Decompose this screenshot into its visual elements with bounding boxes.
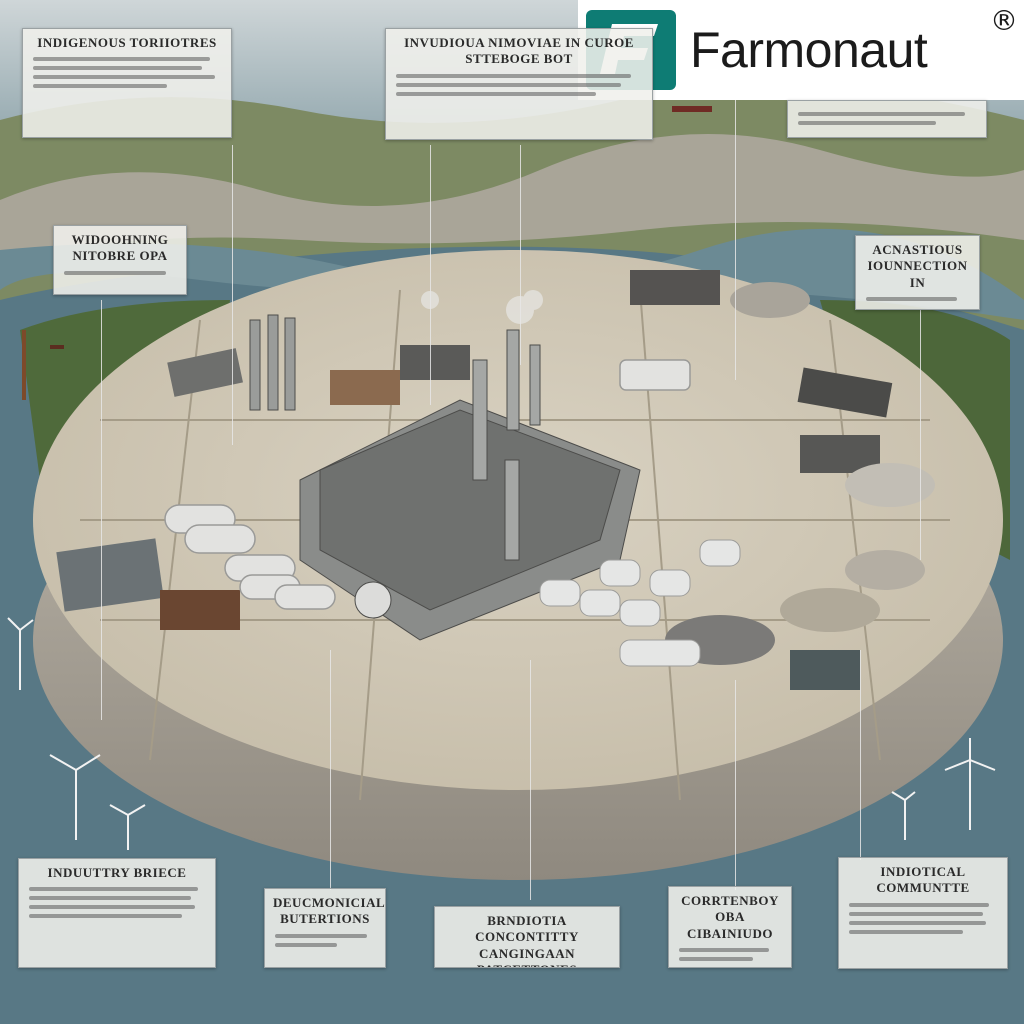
registered-mark: ® — [990, 4, 1018, 37]
card-title: DEUCMONICIAL BUTERTIONS — [273, 895, 386, 927]
leader-line — [330, 650, 331, 890]
leader-line — [735, 100, 736, 380]
label-card-mid-right: ACNASTIOUS IOUNNECTION IN — [855, 235, 980, 310]
card-title: INVUDIOUA NIMOVIAE IN CUROE STTEBOGE BOT — [404, 35, 634, 67]
card-title: WIDOOHNING NITOBRE OPA — [71, 232, 169, 264]
leader-line — [101, 300, 102, 720]
card-title: ACNASTIOUS IOUNNECTION IN — [867, 242, 968, 290]
card-title: BRNDIOTIA CONCONTITTY CANGINGAAN PATCETT… — [475, 913, 579, 967]
card-body — [394, 73, 644, 96]
card-body — [796, 112, 978, 125]
card-title: CORRTENBOY OBA CIBAINIUDO — [681, 893, 779, 941]
card-title: INDIOTICAL COMMUNTTE — [876, 864, 970, 896]
card-body — [62, 270, 178, 275]
label-card-bottom-center: BRNDIOTIA CONCONTITTY CANGINGAAN PATCETT… — [434, 906, 620, 968]
label-card-bottom-left: INDUUTTRY BRIECE — [18, 858, 216, 968]
card-title: INDIGENOUS TORIIOTRES — [37, 35, 217, 50]
river — [0, 228, 1024, 320]
tanks — [539, 539, 741, 667]
card-body — [27, 887, 207, 919]
distant-hills — [0, 134, 1024, 260]
label-card-mid-left: WIDOOHNING NITOBRE OPA — [53, 225, 187, 295]
card-body — [847, 902, 999, 934]
label-card-top-right — [787, 100, 987, 138]
card-body — [864, 296, 971, 301]
card-title: INDUUTTRY BRIECE — [47, 865, 187, 880]
label-card-bottom-2: DEUCMONICIAL BUTERTIONS — [264, 888, 386, 968]
card-body — [31, 57, 223, 89]
leader-line — [430, 145, 431, 405]
label-card-top-left: INDIGENOUS TORIIOTRES — [22, 28, 232, 138]
leader-line — [530, 660, 531, 900]
boats — [22, 106, 712, 400]
label-card-bottom-4: CORRTENBOY OBA CIBAINIUDO — [668, 886, 792, 968]
leader-line — [920, 310, 921, 560]
leader-line — [520, 145, 521, 365]
wind-turbines — [7, 617, 996, 850]
leader-line — [232, 145, 233, 445]
label-card-bottom-right: INDIOTICAL COMMUNTTE — [838, 857, 1008, 969]
leader-line — [860, 650, 861, 860]
storage-sheds — [164, 359, 691, 610]
farmonaut-logo: Farmonaut ® — [578, 0, 1024, 100]
stockpiles — [56, 270, 935, 690]
leader-line — [735, 680, 736, 890]
card-body — [273, 933, 377, 947]
label-card-top-center: INVUDIOUA NIMOVIAE IN CUROE STTEBOGE BOT — [385, 28, 653, 140]
card-body — [677, 947, 783, 961]
brand-name: Farmonaut — [690, 22, 928, 78]
